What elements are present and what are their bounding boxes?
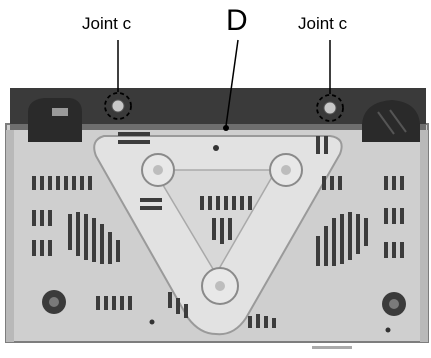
joint-c-screw-left — [111, 99, 125, 113]
joint-c-marker-left — [104, 92, 132, 120]
leader-d — [225, 39, 239, 127]
rear-foot-left-highlight — [52, 108, 68, 116]
leader-d-dot — [223, 125, 229, 131]
joint-c-screw-right — [323, 101, 337, 115]
rear-foot-left — [28, 98, 82, 142]
rear-bar-shadow — [10, 124, 426, 130]
part-d-label: D — [226, 4, 248, 37]
joint-c-label-right: Joint c — [298, 14, 348, 33]
joint-c-marker-right — [316, 94, 344, 122]
joint-c-label-left: Joint c — [82, 14, 132, 33]
vent-slots — [32, 132, 404, 328]
